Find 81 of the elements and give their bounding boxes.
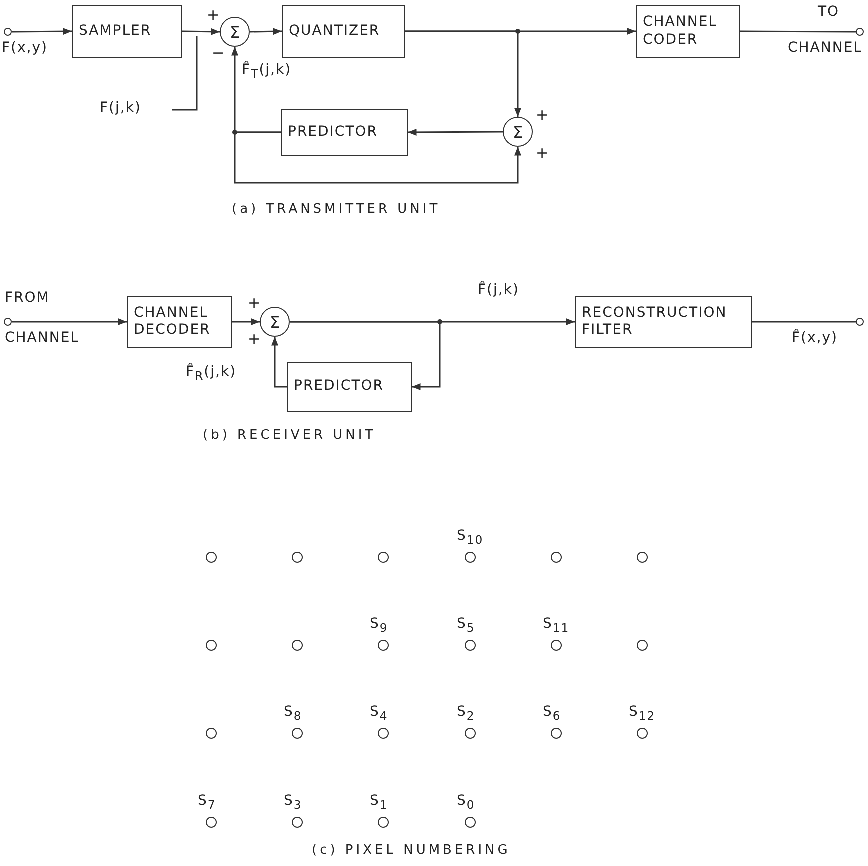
edge-label: F̂(j,k) [478,282,520,298]
pixel-circle [551,552,562,563]
terminal-circle [4,318,12,326]
summing-junction: Σ [260,307,290,337]
pixel-circle [465,640,476,651]
sign-label: + [207,6,221,24]
process-block: QUANTIZER [282,5,405,58]
process-block: SAMPLER [72,5,182,58]
pixel-circle [551,728,562,739]
sign-label: − [212,44,226,62]
pixel-label: S$_{6}$ [543,704,562,723]
signal-label: F(j,k) [100,100,142,116]
edge-label: F̂$_{T}$(j,k) [242,62,292,81]
arrow [405,30,522,117]
signal-label: CHANNEL [788,40,862,56]
process-block: RECONSTRUCTION FILTER [575,296,752,348]
arrow [290,321,441,390]
signal-label: F(x,y) [2,40,48,56]
pixel-circle [206,640,217,651]
summing-junction: Σ [503,117,533,147]
pixel-circle [378,817,389,828]
pixel-label: S$_{3}$ [284,793,302,812]
process-block: PREDICTOR [281,109,408,156]
pixel-circle [637,640,648,651]
pixel-label: S$_{0}$ [457,793,476,812]
pixel-label: S$_{8}$ [284,704,302,723]
pixel-circle [551,640,562,651]
connector-line [740,30,856,33]
sign-label: + [536,106,550,124]
arrow [182,28,220,36]
pixel-circle [637,728,648,739]
pixel-circle [292,728,303,739]
pixel-label: S$_{11}$ [543,616,570,635]
signal-label: CHANNEL [5,330,80,346]
arrow [250,28,282,36]
pixel-label: S$_{12}$ [629,704,656,723]
edge-label: F̂$_{R}$(j,k) [186,364,237,383]
connector-line [752,321,856,323]
pixel-circle [292,817,303,828]
process-block: PREDICTOR [287,362,412,412]
pixel-circle [206,817,217,828]
caption: (b) RECEIVER UNIT [203,428,376,443]
pixel-circle [292,552,303,563]
caption: (a) TRANSMITTER UNIT [232,202,441,217]
signal-label: F̂(x,y) [792,330,838,346]
pixel-circle [465,552,476,563]
leader-line [172,36,198,111]
arrow [272,337,287,388]
pixel-circle [378,640,389,651]
terminal-circle [4,28,12,36]
pixel-label: S$_{10}$ [457,528,484,547]
arrow [408,128,503,136]
pixel-label: S$_{2}$ [457,704,476,723]
arrow [234,132,522,184]
sign-label: + [248,330,262,348]
pixel-circle [378,552,389,563]
signal-label: FROM [5,290,50,306]
arrow [232,318,260,326]
pixel-circle [292,640,303,651]
terminal-circle [856,28,864,36]
arrow [12,28,72,36]
terminal-circle [856,318,864,326]
pixel-label: S$_{9}$ [370,616,388,635]
process-block: CHANNEL DECODER [127,296,232,348]
sign-label: + [248,294,262,312]
pixel-circle [206,552,217,563]
pixel-circle [206,728,217,739]
caption: (c) PIXEL NUMBERING [312,843,511,858]
arrow [12,318,127,326]
pixel-label: S$_{4}$ [370,704,388,723]
pixel-circle [465,817,476,828]
sign-label: + [536,144,550,162]
pixel-label: S$_{7}$ [198,793,216,812]
pixel-circle [378,728,389,739]
pixel-label: S$_{1}$ [370,793,388,812]
pixel-label: S$_{5}$ [457,616,476,635]
signal-label: TO [818,4,840,20]
pixel-circle [465,728,476,739]
process-block: CHANNEL CODER [636,5,740,58]
summing-junction: Σ [220,17,250,47]
pixel-circle [637,552,648,563]
